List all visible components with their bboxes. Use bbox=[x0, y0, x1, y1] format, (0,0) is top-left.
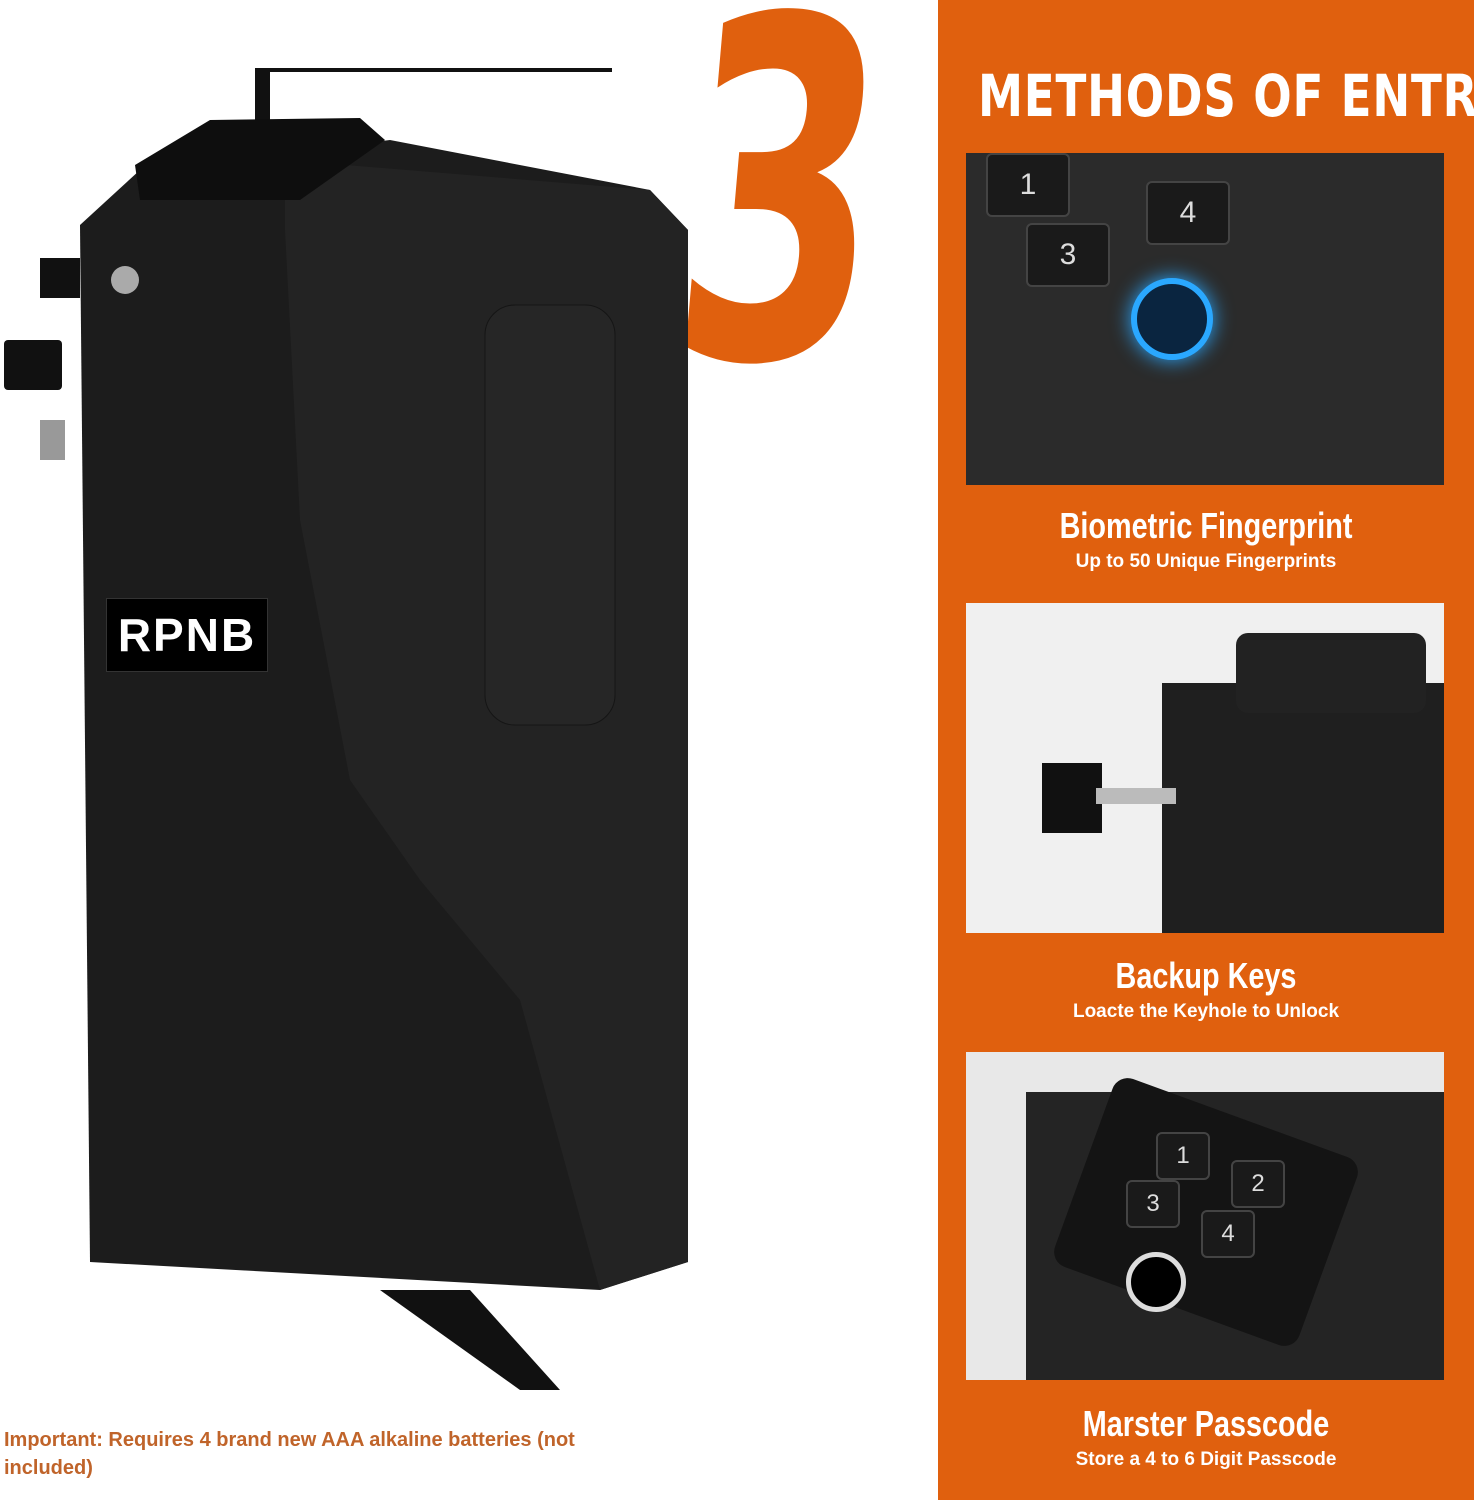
key-icon bbox=[4, 340, 62, 390]
keypad-key: 4 bbox=[1146, 181, 1230, 245]
battery-note: Important: Requires 4 brand new AAA alka… bbox=[4, 1429, 575, 1479]
method-backup-keys: Backup Keys Loacte the Keyhole to Unlock bbox=[938, 955, 1474, 1023]
keypad-key: 2 bbox=[1231, 1160, 1285, 1208]
key-icon bbox=[1042, 763, 1102, 833]
method-title: Marster Passcode bbox=[1082, 1403, 1330, 1444]
keyhole-icon bbox=[111, 266, 139, 294]
safe-keypad-housing bbox=[135, 118, 385, 200]
brand-badge: RPNB bbox=[106, 598, 268, 672]
key-icon bbox=[40, 258, 80, 298]
method-fingerprint: Biometric Fingerprint Up to 50 Unique Fi… bbox=[938, 505, 1474, 573]
safe-side-plate bbox=[484, 304, 616, 726]
key-blade bbox=[1096, 788, 1176, 804]
key-blade bbox=[40, 420, 65, 460]
safe-corner bbox=[1162, 683, 1444, 933]
mounting-bracket-bottom bbox=[380, 1290, 560, 1390]
keypad-key: 1 bbox=[1156, 1132, 1210, 1180]
passcode-photo: 1 2 3 4 bbox=[966, 1052, 1444, 1380]
headline-title: METHODS OF ENTRY bbox=[978, 62, 1474, 130]
keypad-key: 3 bbox=[1126, 1180, 1180, 1228]
keypad-key: 3 bbox=[1026, 223, 1110, 287]
method-subtitle: Up to 50 Unique Fingerprints bbox=[1075, 551, 1337, 572]
backup-key-photo bbox=[966, 603, 1444, 933]
method-title: Biometric Fingerprint bbox=[1059, 505, 1353, 546]
safe-image bbox=[4, 68, 688, 1390]
fingerprint-photo: 1 4 3 bbox=[966, 153, 1444, 485]
method-passcode: Marster Passcode Store a 4 to 6 Digit Pa… bbox=[938, 1403, 1474, 1471]
keypad-key: 4 bbox=[1201, 1210, 1255, 1258]
method-subtitle: Store a 4 to 6 Digit Passcode bbox=[1075, 1449, 1337, 1470]
method-title: Backup Keys bbox=[1115, 955, 1297, 996]
keypad-housing bbox=[1236, 633, 1426, 713]
fingerprint-sensor-icon bbox=[1131, 278, 1213, 360]
fingerprint-sensor-icon bbox=[1126, 1252, 1186, 1312]
method-subtitle: Loacte the Keyhole to Unlock bbox=[1072, 1001, 1340, 1022]
keypad-key: 1 bbox=[986, 153, 1070, 217]
